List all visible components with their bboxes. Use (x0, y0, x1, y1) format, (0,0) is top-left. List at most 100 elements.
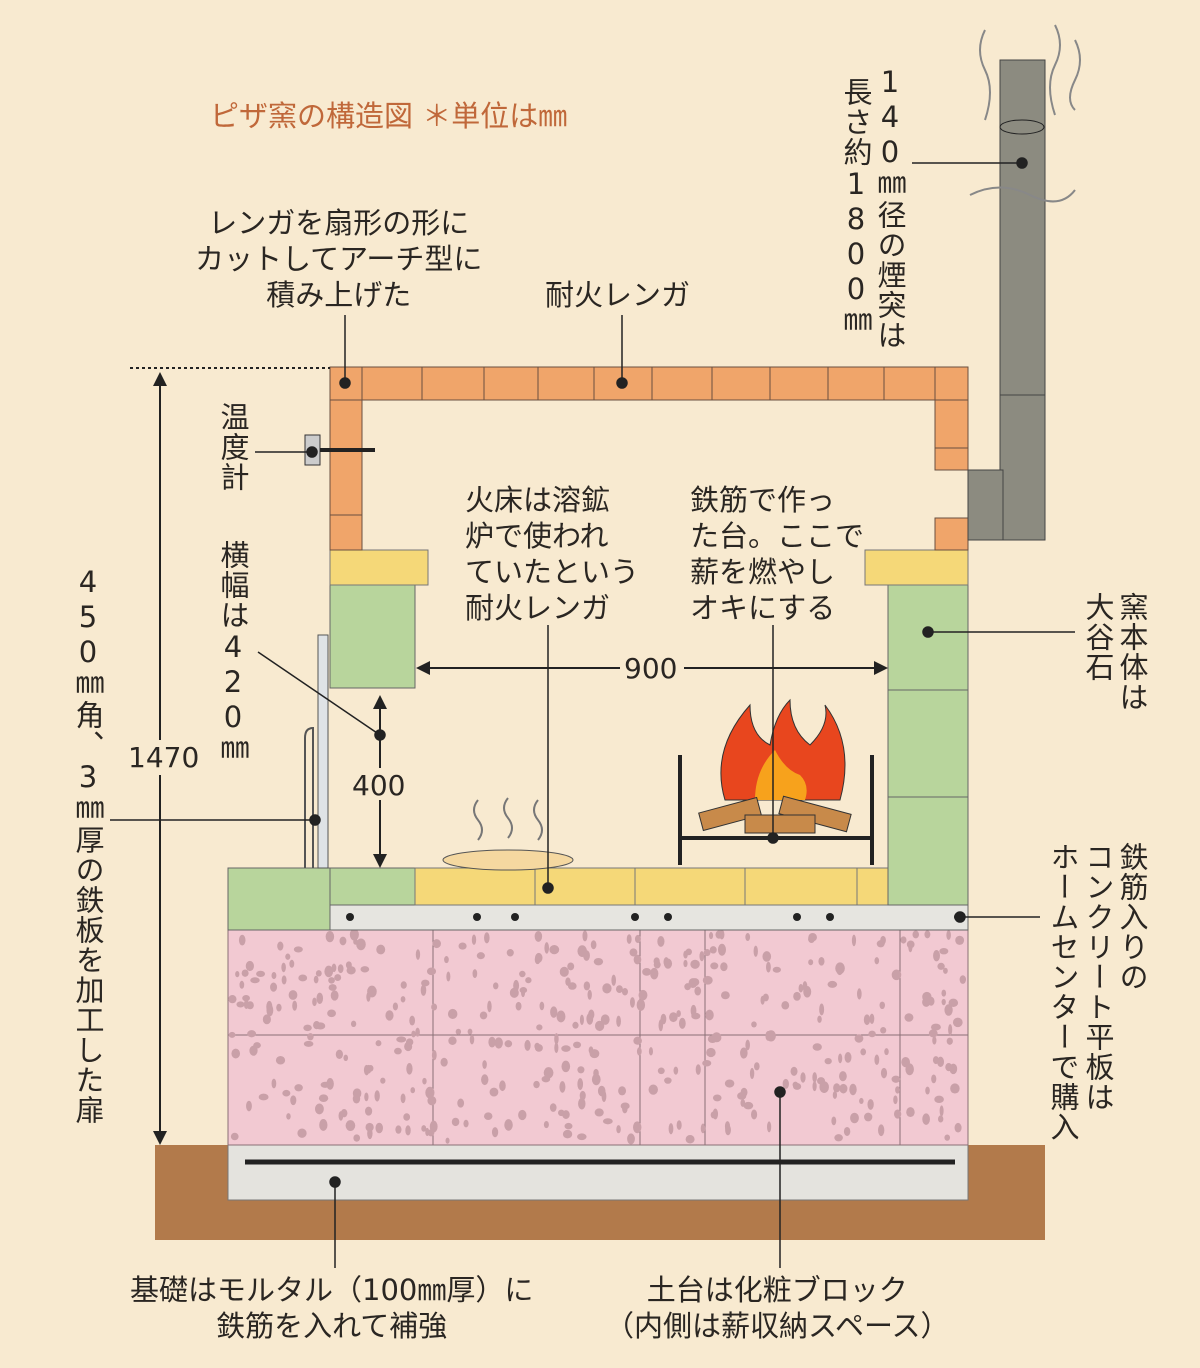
block-texture-dot (282, 1089, 291, 1097)
block-texture-dot (440, 1057, 448, 1067)
block-texture-dot (700, 1123, 706, 1134)
block-texture-dot (314, 1103, 324, 1115)
block-texture-dot (772, 966, 781, 973)
block-texture-dot (356, 938, 366, 951)
block-texture-dot (869, 1013, 875, 1024)
slab-label-2: コンクリート平板は (1081, 842, 1115, 1112)
block-texture-dot (312, 997, 317, 1007)
block-texture-dot (618, 1086, 627, 1096)
block-texture-dot (564, 1122, 573, 1130)
block-texture-dot (905, 1063, 914, 1076)
block-texture-dot (533, 1080, 540, 1089)
block-texture-dot (294, 1084, 303, 1092)
block-texture-dot (457, 1098, 465, 1108)
block-texture-dot (937, 962, 945, 970)
block-texture-dot (243, 999, 249, 1009)
block-texture-dot (808, 959, 814, 966)
block-texture-dot (275, 1055, 286, 1065)
block-texture-dot (636, 999, 646, 1011)
block-texture-dot (313, 975, 319, 984)
block-texture-dot (925, 1086, 930, 1095)
chimney-label-1: 140㎜径の煙突は (873, 64, 907, 350)
block-texture-dot (339, 936, 347, 946)
block-texture-dot (231, 1048, 241, 1059)
block-texture-dot (743, 1101, 754, 1110)
slab-label-1: 鉄筋入りの (1115, 842, 1149, 992)
block-texture-dot (256, 970, 266, 978)
block-texture-dot (561, 1045, 571, 1052)
grate-note: 鉄筋で作っ た台。ここで 薪を燃やし オキにする (690, 482, 864, 626)
block-texture-dot (258, 1093, 269, 1101)
block-texture-dot (392, 1002, 398, 1011)
block-texture-dot (471, 934, 477, 945)
block-texture-dot (271, 1078, 277, 1089)
block-texture-dot (658, 1019, 664, 1032)
block-texture-dot (346, 966, 356, 975)
block-texture-dot (426, 967, 437, 976)
block-texture-dot (864, 1112, 873, 1122)
block-texture-dot (337, 964, 344, 974)
left-stone (329, 584, 416, 689)
block-texture-dot (455, 1028, 462, 1035)
block-texture-dot (572, 1021, 579, 1029)
block-texture-dot (415, 949, 421, 960)
block-texture-dot (952, 1017, 963, 1028)
block-texture-dot (683, 959, 688, 968)
block-texture-dot (859, 1097, 864, 1105)
block-texture-dot (900, 936, 907, 944)
block-texture-dot (406, 1062, 413, 1075)
block-texture-dot (549, 1103, 557, 1112)
block-texture-dot (708, 932, 714, 940)
block-texture-dot (781, 1001, 790, 1010)
block-texture-dot (751, 1021, 757, 1028)
block-texture-dot (594, 1108, 604, 1117)
block-texture-dot (458, 942, 467, 950)
block-texture-dot (343, 1054, 349, 1062)
block-texture-dot (633, 1121, 642, 1134)
block-texture-dot (939, 947, 949, 955)
block-texture-dot (694, 986, 702, 996)
block-texture-dot (353, 1134, 361, 1142)
block-texture-dot (349, 928, 359, 941)
block-texture-dot (868, 1030, 876, 1038)
block-texture-dot (874, 1054, 880, 1066)
block-texture-dot (404, 1041, 413, 1052)
block-texture-dot (380, 1077, 386, 1084)
pizza (442, 849, 574, 871)
arch-note-line: 積み上げた (266, 278, 412, 312)
block-texture-dot (543, 1121, 549, 1129)
block-texture-dot (421, 1125, 427, 1132)
block-texture-dot (849, 1083, 857, 1096)
block-texture-dot (863, 1014, 871, 1026)
block-texture-dot (491, 1127, 499, 1138)
block-texture-dot (717, 943, 726, 956)
block-texture-dot (228, 1031, 236, 1038)
block-texture-dot (410, 1087, 416, 1094)
block-texture-dot (565, 977, 571, 986)
block-texture-dot (583, 981, 591, 991)
block-texture-dot (944, 1134, 951, 1141)
block-texture-dot (230, 1132, 239, 1141)
block-texture-dot (245, 960, 254, 972)
block-texture-dot (950, 1083, 960, 1094)
block-texture-dot (281, 975, 287, 985)
block-texture-dot (705, 1009, 714, 1021)
block-texture-dot (415, 1027, 420, 1037)
arch-bricks (329, 366, 969, 551)
block-texture-dot (431, 1003, 438, 1011)
block-texture-dot (737, 1092, 747, 1100)
block-texture-dot (857, 988, 862, 1000)
block-texture-dot (519, 987, 528, 994)
block-texture-dot (880, 1027, 887, 1034)
block-texture-dot (554, 1033, 559, 1045)
block-texture-dot (874, 957, 880, 965)
block-texture-dot (937, 1056, 945, 1067)
block-texture-dot (448, 1036, 457, 1045)
block-texture-dot (403, 1113, 411, 1121)
block-texture-dot (922, 1113, 930, 1125)
block-texture-dot (802, 981, 808, 992)
block-texture-dot (544, 942, 550, 954)
block-texture-dot (664, 1077, 672, 1084)
block-texture-dot (394, 1047, 402, 1055)
block-texture-dot (839, 1083, 848, 1094)
